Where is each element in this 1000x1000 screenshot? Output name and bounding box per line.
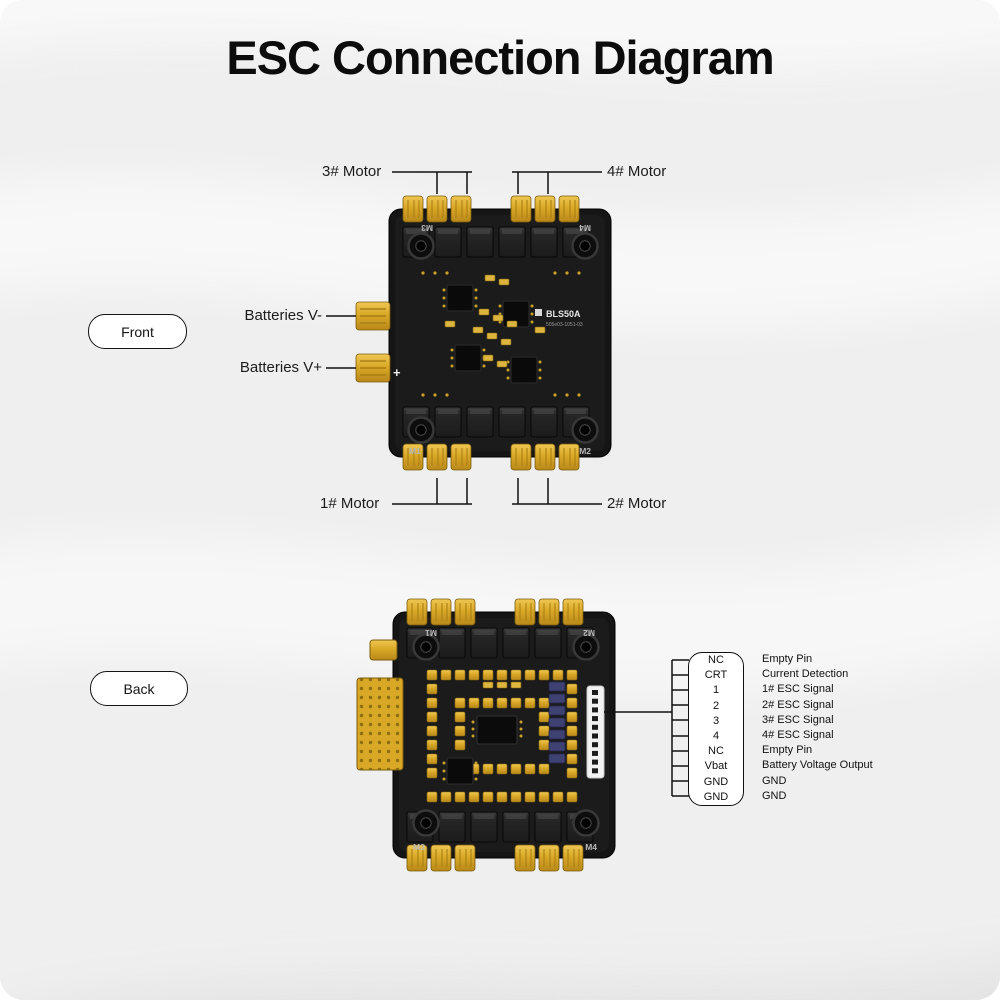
pinout-leader-lines [604, 659, 689, 797]
front-m2-silkscreen: M2 [579, 446, 591, 456]
pin-name: NC [708, 654, 724, 667]
pin-description: 4# ESC Signal [762, 729, 834, 742]
pin-description: 2# ESC Signal [762, 698, 834, 711]
pin-name: GND [703, 775, 729, 788]
pin-name: CRT [704, 669, 728, 682]
front-chip-label: BLS50A [546, 309, 581, 319]
pin-name: NC [708, 745, 724, 758]
front-m4-silkscreen: M4 [579, 223, 591, 233]
back-board-graphic: M3 M4 M1 M2 [356, 598, 616, 872]
pin-description: GND [762, 789, 787, 802]
back-m4-silkscreen: M4 [585, 842, 597, 852]
pin-connector-box: NC CRT 1 2 3 4 NC Vbat GND GND [688, 652, 744, 806]
front-view-badge-label: Front [121, 323, 154, 340]
pin-description: 3# ESC Signal [762, 713, 834, 726]
back-m1-silkscreen: M1 [425, 628, 437, 638]
motor3-leader [392, 171, 472, 194]
motor2-leader [512, 478, 602, 505]
pin-name: 3 [712, 714, 720, 727]
pin-description: 1# ESC Signal [762, 683, 834, 696]
pin-name: GND [703, 790, 729, 803]
battery-plus-label: Batteries V+ [239, 359, 322, 376]
front-m1-silkscreen: M1 [409, 446, 421, 456]
front-components [421, 271, 581, 397]
motor3-label: 3# Motor [322, 163, 382, 180]
brand-logo-mark [535, 309, 542, 316]
page-title: ESC Connection Diagram [226, 31, 774, 84]
front-board-graphic: BLS50A 505e03-1051-03 M1 M2 M3 M4 + [355, 195, 612, 471]
back-m2-silkscreen: M2 [583, 628, 595, 638]
back-view-badge: Back [90, 671, 188, 706]
back-view-badge-label: Back [123, 680, 155, 697]
pin-description: Empty Pin [762, 744, 813, 757]
front-m3-silkscreen: M3 [421, 223, 433, 233]
back-m3-silkscreen: M3 [413, 842, 425, 852]
back-signal-connector-strip [586, 685, 605, 779]
pin-name: 2 [712, 699, 720, 712]
pin-name: 4 [712, 730, 720, 743]
pin-name: 1 [712, 684, 720, 697]
pin-name: Vbat [704, 760, 728, 773]
pin-description: Battery Voltage Output [762, 759, 873, 772]
pin-description: Current Detection [762, 668, 849, 681]
back-small-pad [369, 639, 398, 661]
back-battery-pad [356, 677, 404, 771]
back-components [442, 681, 605, 785]
pin-description: GND [762, 774, 787, 787]
pin-description: Empty Pin [762, 653, 813, 666]
motor1-leader [392, 478, 472, 505]
front-chip-sublabel: 505e03-1051-03 [546, 322, 583, 328]
front-view-badge: Front [88, 314, 187, 349]
motor1-label: 1# Motor [320, 495, 380, 512]
battery-minus-label: Batteries V- [244, 307, 322, 324]
motor4-leader [512, 171, 602, 194]
front-leader-lines [326, 171, 602, 505]
motor2-label: 2# Motor [607, 495, 667, 512]
battery-plus-mark: + [393, 365, 401, 380]
motor4-label: 4# Motor [607, 163, 667, 180]
pin-description-list: Empty Pin Current Detection 1# ESC Signa… [762, 652, 873, 804]
